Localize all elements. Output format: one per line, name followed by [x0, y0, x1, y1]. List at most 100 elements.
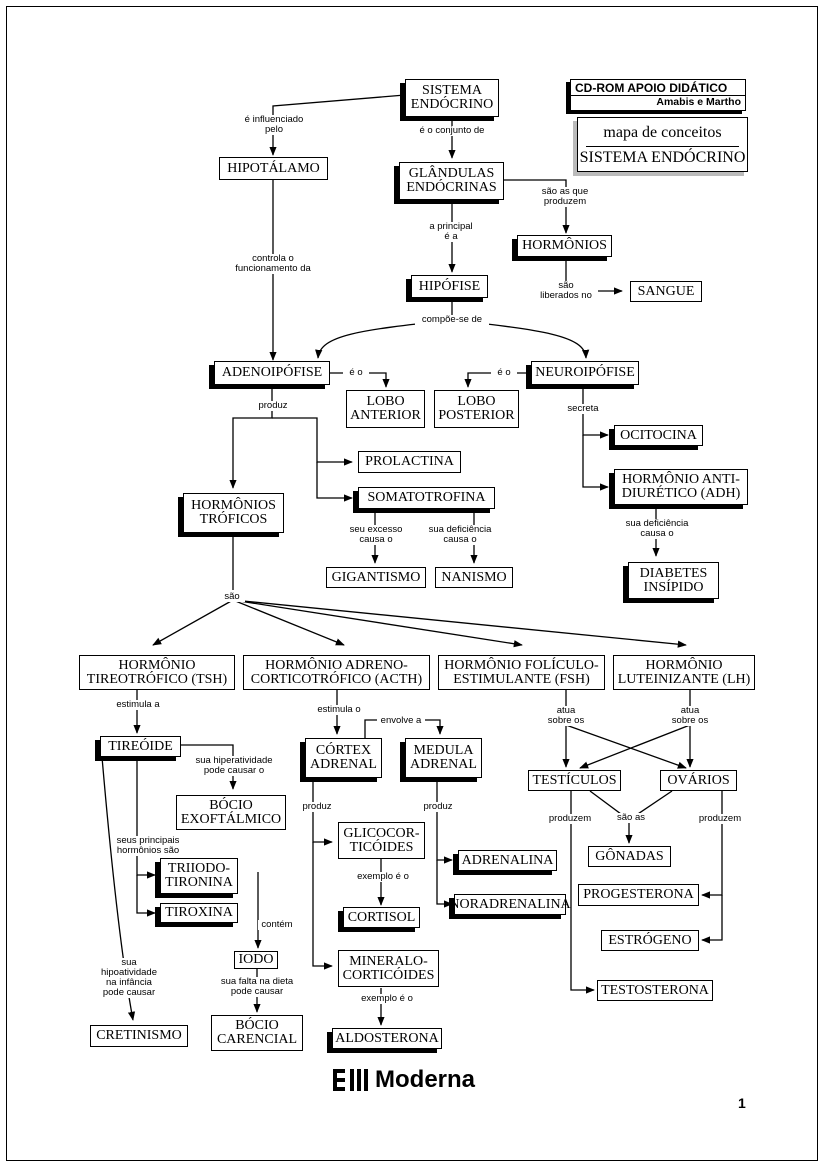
node-testiculos: TESTÍCULOS	[528, 770, 621, 791]
link-label: produz	[419, 802, 457, 812]
map-title-box: mapa de conceitos SISTEMA ENDÓCRINO	[577, 117, 748, 172]
link-label: são	[219, 592, 245, 602]
brand-product: CD-ROM APOIO DIDÁTICO	[575, 81, 728, 95]
node-acth: HORMÔNIO ADRENO- CORTICOTRÓFICO (ACTH)	[243, 655, 430, 690]
node-glicocorticoides: GLICOCOR- TICÓIDES	[338, 822, 425, 859]
node-hormonios: HORMÔNIOS	[517, 235, 612, 257]
brand-authors: Amabis e Martho	[656, 96, 741, 108]
node-somatotrofina: SOMATOTROFINA	[358, 487, 495, 509]
node-adh: HORMÔNIO ANTI- DIURÉTICO (ADH)	[614, 469, 748, 505]
node-mineralocorticoides: MINERALO- CORTICÓIDES	[338, 950, 439, 987]
node-lobo-posterior: LOBO POSTERIOR	[434, 390, 519, 428]
node-progesterona: PROGESTERONA	[578, 884, 699, 906]
node-ovarios: OVÁRIOS	[660, 770, 737, 791]
brand-box: CD-ROM APOIO DIDÁTICO Amabis e Martho	[570, 79, 746, 111]
logo-text: Moderna	[375, 1066, 476, 1093]
node-fsh: HORMÔNIO FOLÍCULO- ESTIMULANTE (FSH)	[438, 655, 605, 690]
node-aldosterona: ALDOSTERONA	[332, 1028, 442, 1049]
node-estrogeno: ESTRÓGENO	[601, 930, 699, 951]
edge-medula-adrenalina	[436, 778, 453, 864]
node-lobo-anterior: LOBO ANTERIOR	[346, 390, 425, 428]
link-label: sua falta na dieta pode causar	[212, 977, 302, 997]
node-medula-adrenal: MEDULA ADRENAL	[405, 738, 482, 778]
node-iodo: IODO	[234, 951, 278, 969]
node-ocitocina: OCITOCINA	[614, 425, 703, 446]
link-label: compõe-se de	[415, 315, 489, 325]
node-gigantismo: GIGANTISMO	[326, 567, 426, 588]
node-testosterona: TESTOSTERONA	[597, 980, 713, 1001]
link-label: atua sobre os	[666, 706, 714, 726]
edge-tireoide-tiroxina	[136, 875, 156, 917]
edge-troficos-fsh	[232, 599, 523, 648]
node-nanismo: NANISMO	[435, 567, 513, 588]
node-triiodotironina: TRIIODO- TIRONINA	[160, 858, 238, 894]
link-label: produz	[298, 802, 336, 812]
map-title-line1: mapa de conceitos	[603, 124, 722, 141]
edge-troficos-lh	[232, 599, 687, 648]
node-adrenalina: ADRENALINA	[458, 850, 557, 871]
edge-hipofise-adeno	[315, 298, 453, 359]
page-border	[6, 6, 818, 1161]
edge-medula-noradrenalina	[436, 860, 453, 908]
node-gonadas: GÔNADAS	[588, 846, 671, 867]
node-sistema-endocrino: SISTEMA ENDÓCRINO	[405, 79, 499, 117]
link-label: seu excesso causa o	[347, 525, 405, 545]
link-label: são as que produzem	[533, 187, 597, 207]
map-title-divider	[586, 146, 739, 147]
link-label: secreta	[563, 404, 603, 414]
node-neuroipofise: NEUROIPÓFISE	[531, 361, 639, 385]
edge-cortex-mineralo	[312, 842, 333, 970]
link-label: controla o funcionamento da	[226, 254, 320, 274]
link-label: estimula o	[311, 705, 367, 715]
map-title-line2: SISTEMA ENDÓCRINO	[579, 149, 746, 166]
link-label: exemplo é o	[353, 872, 413, 882]
node-cretinismo: CRETINISMO	[90, 1025, 188, 1047]
publisher-logo: Moderna	[333, 1066, 476, 1093]
edge-glandulas-hormonios	[503, 179, 570, 234]
node-tsh: HORMÔNIO TIREOTRÓFICO (TSH)	[79, 655, 235, 690]
link-label: contém	[258, 920, 296, 930]
edge-ovarios-estrogeno	[701, 895, 723, 944]
node-adenoipofise: ADENOIPÓFISE	[214, 361, 330, 385]
node-noradrenalina: NORADRENALINA	[449, 894, 571, 915]
edge-troficos-tsh	[152, 599, 234, 646]
page-number: 1	[738, 1095, 746, 1111]
link-label: exemplo é o	[357, 994, 417, 1004]
edge-adeno-somatotrofina	[316, 462, 353, 502]
link-label: envolve a	[377, 716, 425, 726]
link-label: produzem	[694, 814, 746, 824]
edge-neuro-adh	[582, 435, 609, 491]
link-label: atua sobre os	[542, 706, 590, 726]
edge-sistema-hipotalamo	[269, 94, 406, 156]
link-label: é influenciado pelo	[236, 115, 312, 135]
link-label: são as	[612, 813, 650, 823]
node-sangue: SANGUE	[630, 281, 702, 302]
link-label: sua hipoatividade na infância pode causa…	[93, 958, 165, 998]
node-bocio-carencial: BÓCIO CARENCIAL	[211, 1015, 303, 1051]
node-hipofise: HIPÓFISE	[411, 275, 488, 298]
brand-divider	[571, 95, 745, 96]
edge-ovarios-progesterona	[701, 791, 723, 899]
node-hormonios-troficos: HORMÔNIOS TRÓFICOS	[183, 493, 284, 533]
edge-lh-testiculos	[579, 724, 691, 769]
node-glandulas-endocrinas: GLÂNDULAS ENDÓCRINAS	[399, 162, 504, 200]
edge-fsh-ovarios	[565, 724, 687, 769]
link-label: sua deficiência causa o	[423, 525, 497, 545]
link-label: é o conjunto de	[413, 126, 491, 136]
node-cortisol: CORTISOL	[343, 907, 420, 928]
link-label: sua hiperatividade pode causar o	[191, 756, 277, 776]
link-label: produzem	[544, 814, 596, 824]
node-diabetes-insipido: DIABETES INSÍPIDO	[628, 562, 719, 599]
node-bocio-exoftalmico: BÓCIO EXOFTÁLMICO	[176, 795, 286, 830]
link-label: são liberados no	[534, 281, 598, 301]
edge-adeno-prolactina	[272, 417, 353, 466]
link-label: estimula a	[110, 700, 166, 710]
edge-troficos-acth	[232, 599, 345, 646]
moderna-logo-icon	[333, 1069, 369, 1091]
link-label: a principal é a	[420, 222, 482, 242]
node-cortex-adrenal: CÓRTEX ADRENAL	[305, 738, 382, 778]
node-prolactina: PROLACTINA	[358, 451, 461, 473]
link-label: é o	[491, 368, 517, 378]
link-label: sua deficiência causa o	[620, 519, 694, 539]
